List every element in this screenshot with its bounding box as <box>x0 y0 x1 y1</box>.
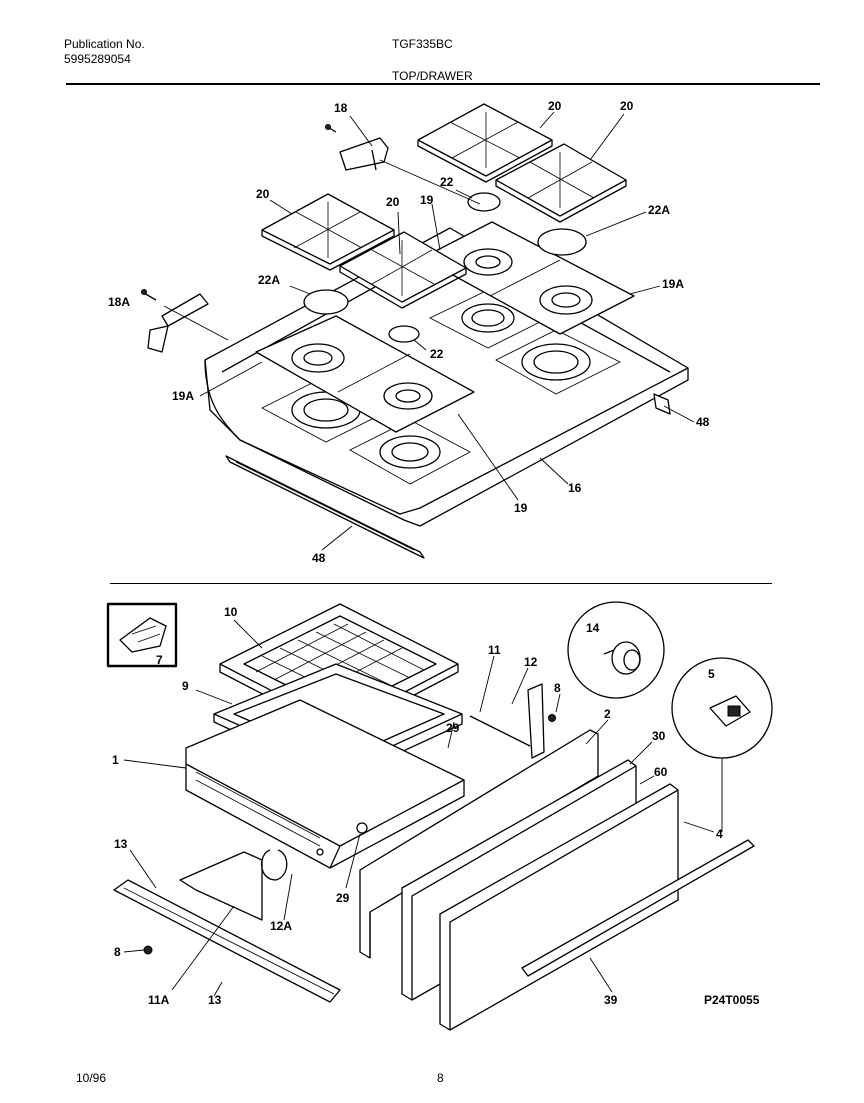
grate-20-front-left <box>261 193 395 271</box>
drawer-handle-39 <box>521 839 755 977</box>
drawer-front-60 <box>439 783 679 1031</box>
inset-box-7 <box>106 602 178 668</box>
drawer-body <box>185 699 465 869</box>
side-trim-part <box>653 393 671 415</box>
publication-label: Publication No. <box>64 37 145 51</box>
burner-grate-rear <box>421 221 635 335</box>
section-divider <box>110 583 772 584</box>
callout-18: 18 <box>334 101 348 115</box>
burner-cap-22-rear <box>467 192 501 212</box>
callout-19A: 19A <box>172 389 194 403</box>
callout-22A: 22A <box>258 273 280 287</box>
top-leader-lines <box>163 111 695 551</box>
hinge-bracket-18 <box>325 124 389 171</box>
callout-8: 8 <box>554 681 561 695</box>
grate-20-rear-left <box>417 103 553 183</box>
header-rule <box>66 83 820 85</box>
callout-12A: 12A <box>270 919 292 933</box>
callout-30: 30 <box>652 729 666 743</box>
drawer-bracket-11-12 <box>469 683 556 759</box>
burner-cap-22A-right <box>537 228 587 256</box>
callout-16: 16 <box>568 481 582 495</box>
callout-13: 13 <box>208 993 222 1007</box>
publication-number: 5995289054 <box>64 52 131 66</box>
detail-circle-14 <box>567 601 665 699</box>
callout-4: 4 <box>716 827 723 841</box>
callout-19: 19 <box>420 193 434 207</box>
callout-60: 60 <box>654 765 668 779</box>
callout-18A: 18A <box>108 295 130 309</box>
callout-1: 1 <box>112 753 119 767</box>
burner-grate-front <box>255 315 475 433</box>
drawer-slide <box>113 849 341 1003</box>
callout-11A: 11A <box>148 993 170 1007</box>
callout-11: 11 <box>488 643 501 657</box>
callout-12: 12 <box>524 655 538 669</box>
callout-29: 29 <box>446 721 460 735</box>
burner-cap-22A-left <box>303 289 349 315</box>
drawer-callouts: 10 7 14 11 12 9 8 5 2 29 1 30 60 4 13 29… <box>112 605 723 1007</box>
callout-22: 22 <box>430 347 444 361</box>
callout-8: 8 <box>114 945 121 959</box>
callout-2: 2 <box>604 707 611 721</box>
grate-20-front-right <box>339 231 467 309</box>
top-callouts: 18 20 20 22 20 20 19 22A 18A 22A 19A 22 … <box>108 99 710 565</box>
callout-48: 48 <box>312 551 326 565</box>
figure-code: P24T0055 <box>704 993 760 1007</box>
grate-20-rear-right <box>495 143 627 223</box>
burner-cap-22-front <box>388 325 420 343</box>
callout-14: 14 <box>586 621 600 635</box>
callout-39: 39 <box>604 993 618 1007</box>
callout-29: 29 <box>336 891 350 905</box>
callout-19A: 19A <box>662 277 684 291</box>
callout-10: 10 <box>224 605 238 619</box>
callout-5: 5 <box>708 667 715 681</box>
section-title: TOP/DRAWER <box>392 69 473 83</box>
callout-20: 20 <box>548 99 562 113</box>
callout-20: 20 <box>386 195 400 209</box>
callout-19: 19 <box>514 501 528 515</box>
footer-date: 10/96 <box>76 1071 107 1085</box>
cooktop-assembly <box>141 103 689 559</box>
hinge-bracket-18A <box>141 289 209 353</box>
callout-22: 22 <box>440 175 454 189</box>
callout-13: 13 <box>114 837 128 851</box>
callout-48: 48 <box>696 415 710 429</box>
callout-9: 9 <box>182 679 189 693</box>
callout-22A: 22A <box>648 203 670 217</box>
detail-circle-5 <box>671 657 773 759</box>
callout-20: 20 <box>620 99 634 113</box>
model-number: TGF335BC <box>392 37 453 51</box>
front-trim-part <box>225 455 425 559</box>
callout-7: 7 <box>156 653 163 667</box>
callout-20: 20 <box>256 187 270 201</box>
drawer-leader-lines <box>123 619 723 997</box>
footer-page-number: 8 <box>437 1071 444 1085</box>
